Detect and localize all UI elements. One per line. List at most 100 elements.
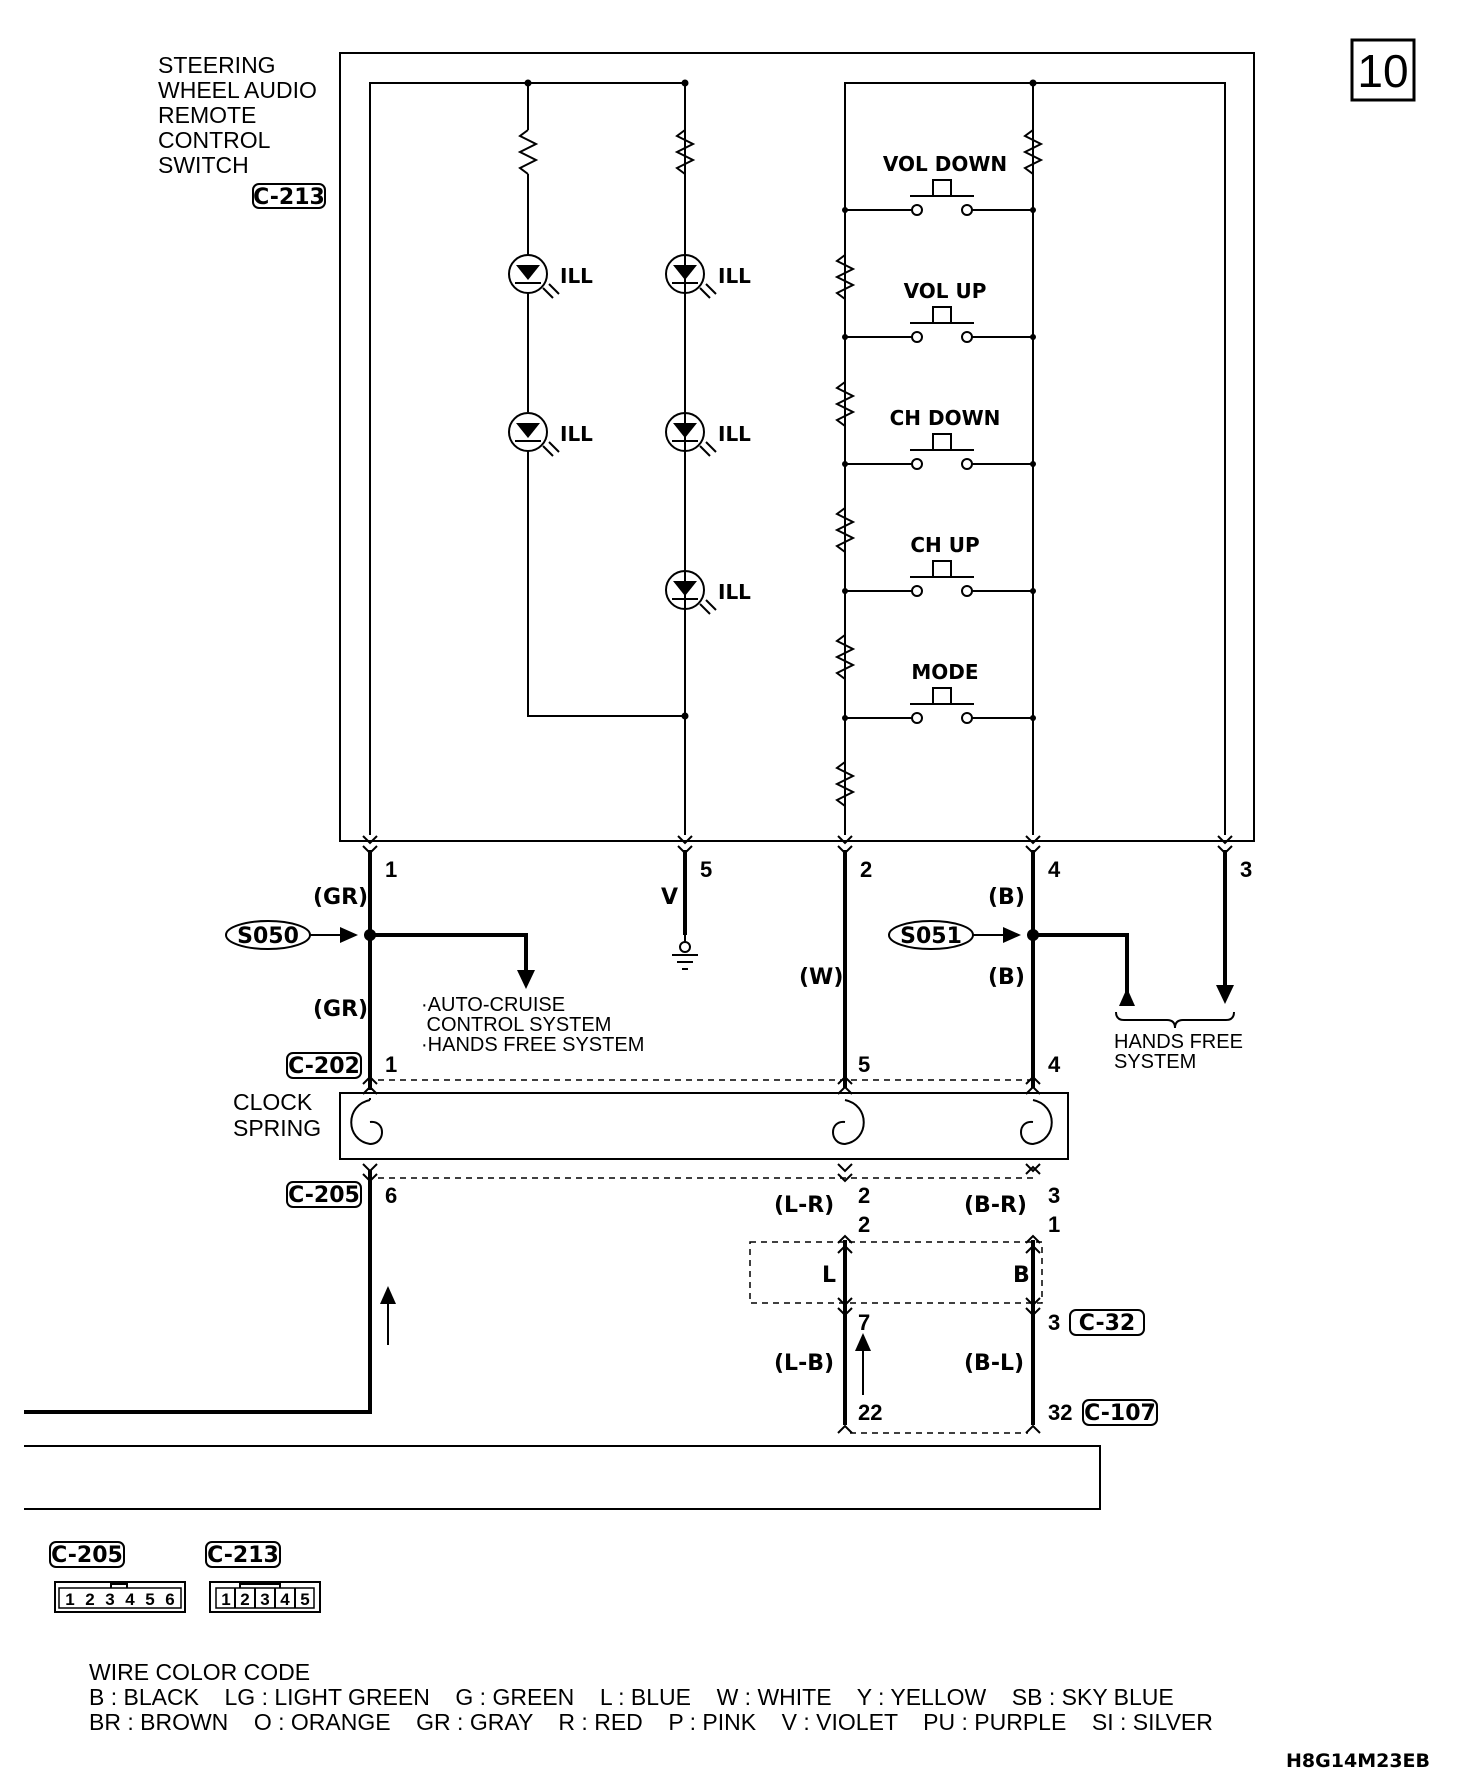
destination-line: HANDS FREE	[1114, 1031, 1243, 1053]
wire-color: V	[661, 885, 678, 910]
pin-number: 1	[1048, 1212, 1060, 1237]
switch-enclosure	[339, 52, 1255, 842]
cavity-number: 2	[85, 1590, 94, 1609]
switch-label: CH UP	[910, 533, 979, 557]
switch-vol-up: VOL UP	[842, 279, 1036, 343]
pin-number: 4	[1048, 857, 1061, 882]
wire-color: (W)	[799, 965, 843, 990]
led-column-left	[508, 254, 685, 717]
pin-number: 2	[860, 857, 872, 882]
switch-title-line: REMOTE	[158, 102, 256, 128]
diagram-code: H8G14M23EB	[1286, 1750, 1430, 1772]
wire-letter: B	[1013, 1263, 1030, 1288]
wire-color-code-row: B : BLACK LG : LIGHT GREEN G : GREEN L :…	[89, 1684, 1174, 1710]
destination-line: ·AUTO-CRUISE	[421, 994, 565, 1016]
wire-color-code: WIRE COLOR CODE B : BLACK LG : LIGHT GRE…	[89, 1659, 1213, 1735]
pin-number: 3	[1048, 1310, 1060, 1335]
wire-color: (B)	[988, 965, 1025, 990]
splice-s051: S051	[888, 920, 1021, 950]
intermediate-connector: 2 1 L B 7 3 C-32	[749, 1212, 1145, 1425]
pin-number: 6	[385, 1183, 397, 1208]
switch-title-line: WHEEL AUDIO	[158, 77, 317, 103]
switch-vol-down: VOL DOWN	[842, 152, 1036, 216]
connector-tag-text: C-202	[288, 1054, 360, 1079]
destination-hands-free: HANDS FREE SYSTEM	[1114, 1011, 1243, 1073]
wire-color: (B-L)	[964, 1351, 1024, 1376]
led-label: ILL	[718, 422, 751, 446]
connector-tag-text: C-107	[1084, 1401, 1156, 1426]
switch-label: MODE	[911, 660, 978, 684]
connector-view-c205: C-205 1 2 3 4 5 6	[49, 1541, 186, 1613]
wire-letter: L	[822, 1263, 836, 1288]
pin-number: 5	[700, 857, 712, 882]
switch-mode: MODE	[842, 660, 1036, 724]
cavity-number: 1	[65, 1590, 74, 1609]
pin-number: 1	[385, 857, 397, 882]
clock-spring-label: CLOCK	[233, 1089, 313, 1115]
connector-tag-text: C-213	[207, 1543, 279, 1568]
connector-tag-text: C-205	[288, 1183, 360, 1208]
switch-ch-down: CH DOWN	[842, 406, 1036, 470]
harness-wires	[24, 850, 1234, 1414]
connector-tag-c213: C-213	[252, 183, 326, 210]
destination-auto-cruise: ·AUTO-CRUISE CONTROL SYSTEM ·HANDS FREE …	[421, 994, 644, 1056]
clock-spring-label: SPRING	[233, 1115, 321, 1141]
cavity-number: 1	[221, 1590, 230, 1609]
page-number: 10	[1357, 45, 1408, 97]
page-number-box: 10	[1350, 38, 1416, 102]
splice-label: S051	[900, 924, 962, 949]
wire-color-code-row: BR : BROWN O : ORANGE GR : GRAY R : RED …	[89, 1709, 1213, 1735]
wire-color-labels: (GR) (GR) V (W) (B) (B) (L-R) (B-R) (L-B…	[313, 885, 1027, 1376]
cavity-number: 6	[165, 1590, 174, 1609]
pin-number: 7	[858, 1310, 870, 1335]
cavity-number: 2	[240, 1590, 249, 1609]
cavity-number: 3	[260, 1590, 269, 1609]
pin-number: 2	[858, 1212, 870, 1237]
led-label: ILL	[718, 580, 751, 604]
internal-wiring	[369, 79, 1226, 835]
led-label: ILL	[560, 264, 593, 288]
cavity-number: 5	[145, 1590, 154, 1609]
connector-tag-text: C-213	[253, 185, 325, 210]
connector-chevrons-c213	[362, 835, 1233, 855]
cavity-number: 3	[105, 1590, 114, 1609]
switch-label: CH DOWN	[890, 406, 1001, 430]
pin-number: 22	[858, 1400, 882, 1425]
splice-label: S050	[237, 924, 299, 949]
switch-title-line: STEERING	[158, 52, 276, 78]
cavity-number: 4	[125, 1590, 135, 1609]
led-label: ILL	[718, 264, 751, 288]
switch-title-line: CONTROL	[158, 127, 271, 153]
switch-title-line: SWITCH	[158, 152, 249, 178]
pin-number: 3	[1048, 1183, 1060, 1208]
wire-color: (L-B)	[774, 1351, 834, 1376]
wire-color: (GR)	[313, 997, 368, 1022]
led-label: ILL	[560, 422, 593, 446]
switch-title: STEERING WHEEL AUDIO REMOTE CONTROL SWIT…	[158, 52, 326, 210]
switch-pin-numbers: 1 5 2 4 3	[385, 857, 1252, 882]
wire-color: (L-R)	[774, 1193, 834, 1218]
destination-line: CONTROL SYSTEM	[421, 1014, 611, 1036]
pin-number: 3	[1240, 857, 1252, 882]
control-unit-block	[24, 1445, 1101, 1510]
connector-tag-text: C-205	[51, 1543, 123, 1568]
pin-number: 32	[1048, 1400, 1072, 1425]
destination-line: SYSTEM	[1114, 1051, 1196, 1073]
cavity-number: 4	[280, 1590, 290, 1609]
pin-number: 5	[858, 1052, 870, 1077]
connector-view-c213: C-213 1 2 3 4 5	[205, 1541, 321, 1613]
cavity-number: 5	[300, 1590, 309, 1609]
pin-number: 1	[385, 1052, 397, 1077]
wire-color: (B-R)	[964, 1193, 1027, 1218]
connector-c202: C-202 1 5 4	[286, 1052, 1061, 1095]
wire-color: (B)	[988, 885, 1025, 910]
connector-tag-text: C-32	[1079, 1311, 1135, 1336]
pin-number: 2	[858, 1183, 870, 1208]
switch-ch-up: CH UP	[842, 533, 1036, 597]
wire-color-code-title: WIRE COLOR CODE	[89, 1659, 310, 1685]
clock-spring: CLOCK SPRING	[233, 1089, 1069, 1160]
splice-s050: S050	[225, 920, 358, 950]
switch-label: VOL UP	[904, 279, 987, 303]
connector-c205: C-205 6 2 3	[286, 1163, 1060, 1208]
